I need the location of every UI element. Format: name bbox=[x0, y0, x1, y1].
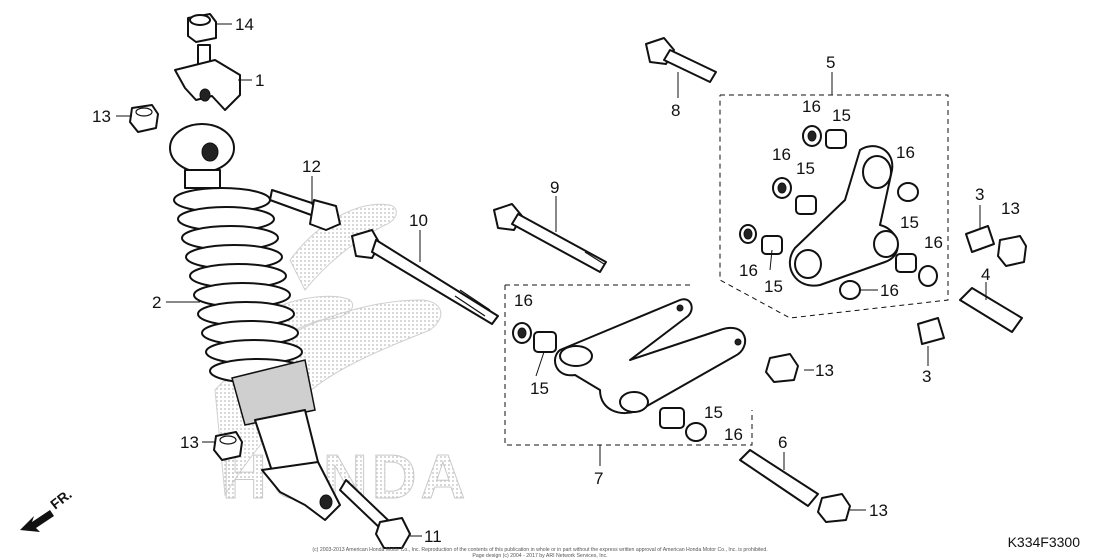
honda-watermark-text: HONDA bbox=[222, 443, 469, 512]
part-9-bolt bbox=[493, 203, 607, 273]
callout-16: 16 bbox=[924, 233, 943, 252]
callout-16: 16 bbox=[739, 261, 758, 280]
callout-16: 16 bbox=[514, 291, 533, 310]
callout-15: 15 bbox=[796, 159, 815, 178]
part-4-collar bbox=[959, 287, 1023, 333]
callout-16: 16 bbox=[724, 425, 743, 444]
copyright-line-2: Page design (c) 2004 - 2017 by ARI Netwo… bbox=[472, 553, 608, 559]
part-3-collars bbox=[917, 225, 995, 345]
callout-3: 3 bbox=[922, 367, 931, 386]
callout-6: 6 bbox=[778, 433, 787, 452]
callout-labels: 14 1 13 12 2 10 9 8 5 16 15 16 15 16 3 1… bbox=[92, 15, 1020, 546]
callout-15: 15 bbox=[764, 277, 783, 296]
leader-lines bbox=[116, 23, 987, 537]
part-2-shock-absorber bbox=[169, 123, 341, 521]
frame-assembly-7 bbox=[504, 285, 753, 446]
bearings-and-seals bbox=[512, 125, 938, 442]
callout-13: 13 bbox=[1001, 199, 1020, 218]
callout-13: 13 bbox=[815, 361, 834, 380]
part-5-cushion-arm bbox=[789, 145, 899, 287]
callout-8: 8 bbox=[671, 101, 680, 120]
part-13-nut-lower-left bbox=[213, 431, 243, 461]
diagram-code: K334F3300 bbox=[1007, 534, 1080, 550]
callout-15: 15 bbox=[900, 213, 919, 232]
callout-1: 1 bbox=[255, 71, 264, 90]
callout-5: 5 bbox=[826, 53, 835, 72]
callout-15: 15 bbox=[832, 106, 851, 125]
callout-16: 16 bbox=[880, 281, 899, 300]
callout-15: 15 bbox=[530, 379, 549, 398]
part-13-nuts-right bbox=[765, 235, 1027, 523]
part-11-bolt bbox=[339, 479, 411, 549]
part-8-bolt bbox=[645, 37, 717, 83]
callout-10: 10 bbox=[409, 211, 428, 230]
callout-16: 16 bbox=[802, 97, 821, 116]
callout-2: 2 bbox=[152, 293, 161, 312]
part-10-bolt bbox=[351, 229, 499, 325]
callout-13: 13 bbox=[180, 433, 199, 452]
callout-16: 16 bbox=[896, 143, 915, 162]
part-7-connecting-rod bbox=[554, 298, 746, 415]
callout-16: 16 bbox=[772, 145, 791, 164]
part-6-collar bbox=[739, 449, 819, 507]
part-14-nut bbox=[187, 13, 217, 43]
callout-14: 14 bbox=[235, 15, 254, 34]
callout-7: 7 bbox=[594, 469, 603, 488]
callout-4: 4 bbox=[981, 265, 990, 284]
part-13-nut-upper-left bbox=[129, 104, 159, 133]
callout-13: 13 bbox=[869, 501, 888, 520]
callout-13: 13 bbox=[92, 107, 111, 126]
part-12-bolt bbox=[269, 189, 341, 231]
callout-15: 15 bbox=[704, 403, 723, 422]
callout-12: 12 bbox=[302, 157, 321, 176]
copyright-line-1: (c) 2003-2013 American Honda Motor Co., … bbox=[312, 547, 768, 553]
callout-11: 11 bbox=[424, 527, 442, 546]
copyright-notice: (c) 2003-2013 American Honda Motor Co., … bbox=[240, 547, 840, 559]
callout-3: 3 bbox=[975, 185, 984, 204]
frame-assembly-5 bbox=[719, 94, 949, 319]
front-direction-arrow bbox=[20, 510, 54, 532]
callout-9: 9 bbox=[550, 178, 559, 197]
part-1-bracket bbox=[174, 44, 241, 111]
